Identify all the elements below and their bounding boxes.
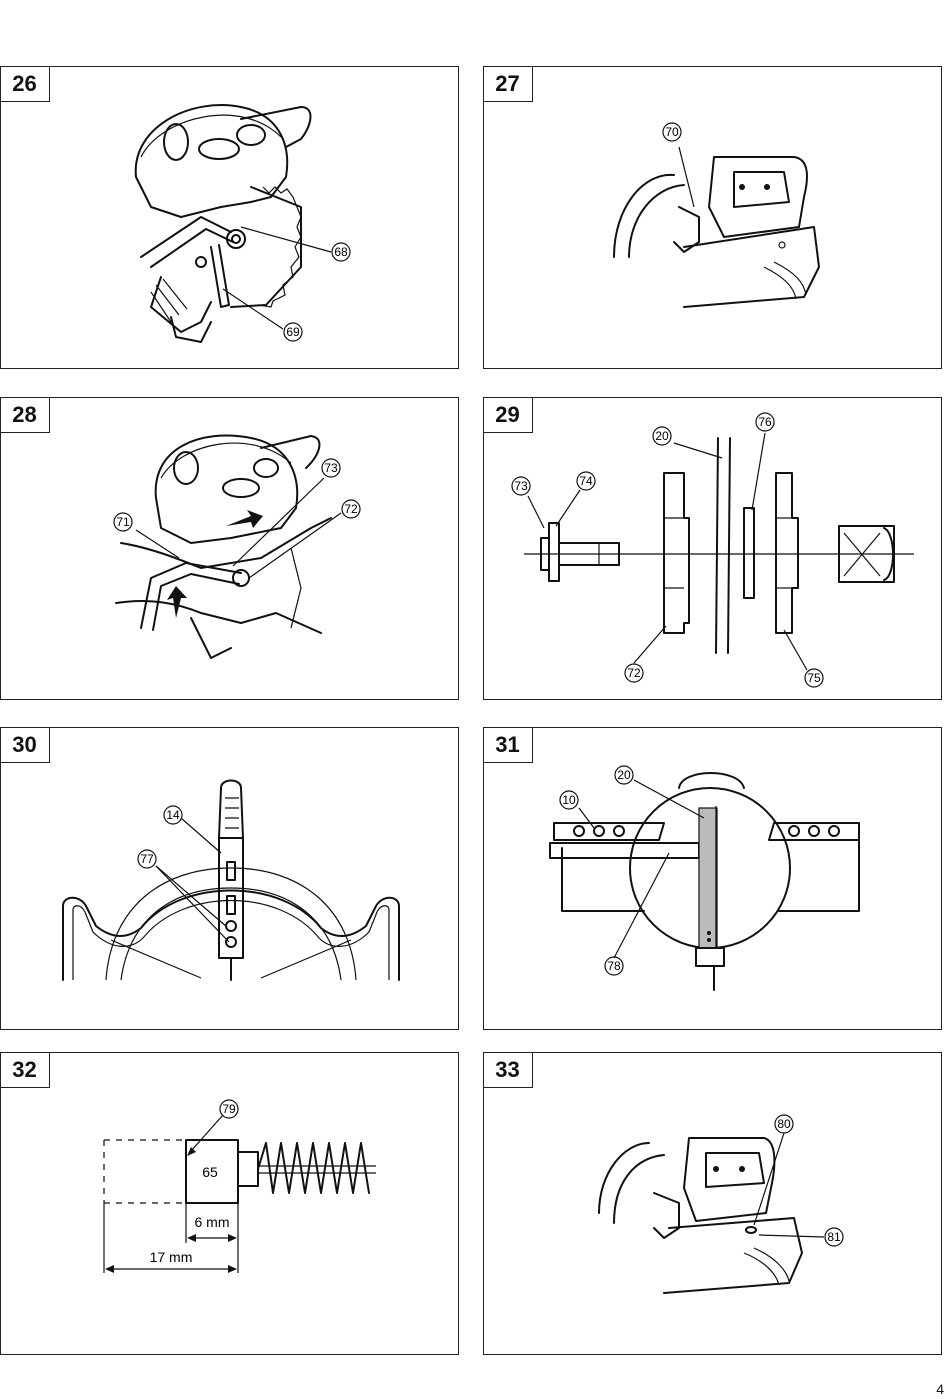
figure-number: 30 xyxy=(0,726,50,763)
figure-32: 32 65 6 mm 17 mm 79 xyxy=(0,1051,459,1355)
figure-number: 28 xyxy=(0,396,50,433)
callout-69: 69 xyxy=(286,325,300,339)
figure-31: 31 20 10 78 xyxy=(482,726,942,1030)
dimension-6mm: 6 mm xyxy=(195,1214,230,1230)
callout-74: 74 xyxy=(579,474,593,488)
page-number: 4 xyxy=(936,1381,944,1397)
dimension-17mm: 17 mm xyxy=(150,1249,193,1265)
figure-26: 26 68 69 xyxy=(0,65,459,369)
callout-14: 14 xyxy=(166,808,180,822)
lock-lever-illustration: 14 77 xyxy=(62,779,400,981)
callout-20: 20 xyxy=(655,429,669,443)
brush-label: 65 xyxy=(202,1164,218,1180)
figure-30: 30 14 77 xyxy=(0,726,459,1030)
callout-71: 71 xyxy=(116,515,130,529)
figure-number: 33 xyxy=(482,1051,533,1088)
figure-number: 32 xyxy=(0,1051,50,1088)
callout-75: 75 xyxy=(807,671,821,685)
callout-77: 77 xyxy=(140,852,154,866)
callout-78: 78 xyxy=(607,959,621,973)
figure-27: 27 70 xyxy=(482,65,942,369)
callout-81: 81 xyxy=(827,1230,841,1244)
callout-79: 79 xyxy=(222,1102,236,1116)
figure-number: 27 xyxy=(482,65,533,102)
figure-number: 26 xyxy=(0,65,50,102)
saw-handle-illustration: 70 xyxy=(613,122,820,308)
figure-28: 28 73 72 71 xyxy=(0,396,459,700)
callout-68: 68 xyxy=(334,245,348,259)
callout-70: 70 xyxy=(665,125,679,139)
figure-33: 33 80 81 xyxy=(482,1051,942,1355)
fence-alignment-illustration: 20 10 78 xyxy=(549,765,860,991)
saw-blade-illustration: 68 69 xyxy=(134,104,351,343)
callout-80: 80 xyxy=(777,1117,791,1131)
blade-removal-illustration: 73 72 71 xyxy=(113,434,361,659)
figure-29: 29 20 76 xyxy=(482,396,942,700)
callout-20: 20 xyxy=(617,768,631,782)
callout-76: 76 xyxy=(758,415,772,429)
figure-number: 29 xyxy=(482,396,533,433)
callout-73: 73 xyxy=(514,479,528,493)
callout-72: 72 xyxy=(344,502,358,516)
callout-73: 73 xyxy=(324,461,338,475)
motor-housing-illustration: 80 81 xyxy=(598,1114,844,1294)
callout-72: 72 xyxy=(627,666,641,680)
figure-number: 31 xyxy=(482,726,533,763)
blade-assembly-diagram: 20 76 73 74 72 75 xyxy=(511,412,914,688)
carbon-brush-diagram: 65 6 mm 17 mm 79 xyxy=(103,1099,376,1273)
callout-10: 10 xyxy=(562,793,576,807)
